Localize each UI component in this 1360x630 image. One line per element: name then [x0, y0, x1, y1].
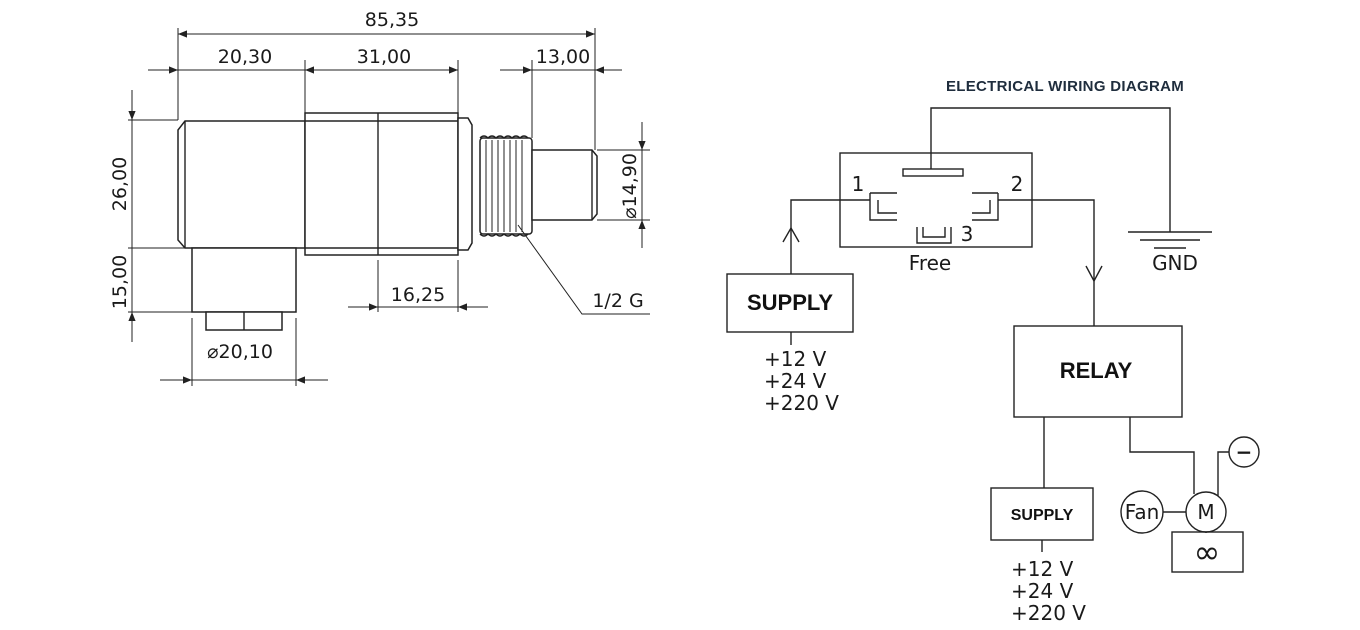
pin2-contact — [972, 192, 999, 221]
minus-terminal — [1228, 436, 1260, 468]
infinity-box — [1171, 531, 1244, 573]
relay-label: RELAY — [1060, 358, 1133, 383]
gnd-label: GND — [1152, 251, 1198, 275]
dim-a-text: 20,30 — [218, 46, 272, 68]
dimension-lines — [128, 30, 646, 384]
minus-wire — [1217, 451, 1229, 496]
wiring-title: ELECTRICAL WIRING DIAGRAM — [946, 78, 1184, 95]
supply1-box — [726, 273, 854, 333]
supply2-voltage-220: +220 V — [1011, 601, 1086, 625]
ground-symbol — [1128, 231, 1212, 249]
relay-arrow — [1085, 265, 1103, 283]
minus-label: − — [1236, 440, 1253, 464]
infinity-icon: ∞ — [1194, 533, 1221, 571]
free-label: Free — [909, 251, 951, 275]
dim-dia-conn-text: ⌀20,10 — [207, 341, 273, 363]
supply1-voltage-220: +220 V — [764, 391, 839, 415]
supply1-arrow — [782, 226, 800, 243]
sensor-body — [177, 112, 650, 331]
pin1-contact — [869, 192, 897, 221]
dim-height-main-text: 26,00 — [109, 157, 131, 211]
pin1-label: 1 — [852, 172, 865, 196]
dim-b-text: 31,00 — [357, 46, 411, 68]
dim-c-text: 13,00 — [536, 46, 590, 68]
dim-overall-text: 85,35 — [365, 9, 419, 31]
dim-hex-text: 16,25 — [391, 284, 445, 306]
fan-label: Fan — [1125, 500, 1160, 524]
wiring-diagram: ELECTRICAL WIRING DIAGRAM 1 2 3 Free GND… — [726, 78, 1260, 625]
ground-wire — [930, 107, 1171, 232]
thread-leader — [517, 224, 650, 315]
motor-label: M — [1197, 500, 1214, 524]
dim-height-conn-text: 15,00 — [109, 255, 131, 309]
supply1-label: SUPPLY — [747, 290, 833, 315]
thread-lines — [485, 140, 523, 232]
pin3-contact — [916, 227, 952, 244]
pin3-label: 3 — [961, 222, 974, 246]
motor-wire — [1129, 417, 1195, 494]
supply1-voltage-24: +24 V — [764, 369, 827, 393]
supply2-voltage-24: +24 V — [1011, 579, 1074, 603]
extension-lines — [128, 28, 650, 386]
dim-dia-thread-text: ⌀14,90 — [619, 153, 641, 219]
pin2-label: 2 — [1011, 172, 1024, 196]
mechanical-drawing: 85,35 20,30 31,00 13,00 26,00 15,00 ⌀14,… — [109, 9, 650, 386]
relay-box — [1013, 325, 1183, 418]
relay-wire — [998, 199, 1095, 326]
supply1-wire — [790, 199, 870, 274]
supply1-voltage-12: +12 V — [764, 347, 827, 371]
supply2-voltage-12: +12 V — [1011, 557, 1074, 581]
thread-label: 1/2 G — [592, 290, 643, 312]
connector-ground-blade — [902, 168, 964, 177]
supply2-label: SUPPLY — [1011, 507, 1074, 524]
